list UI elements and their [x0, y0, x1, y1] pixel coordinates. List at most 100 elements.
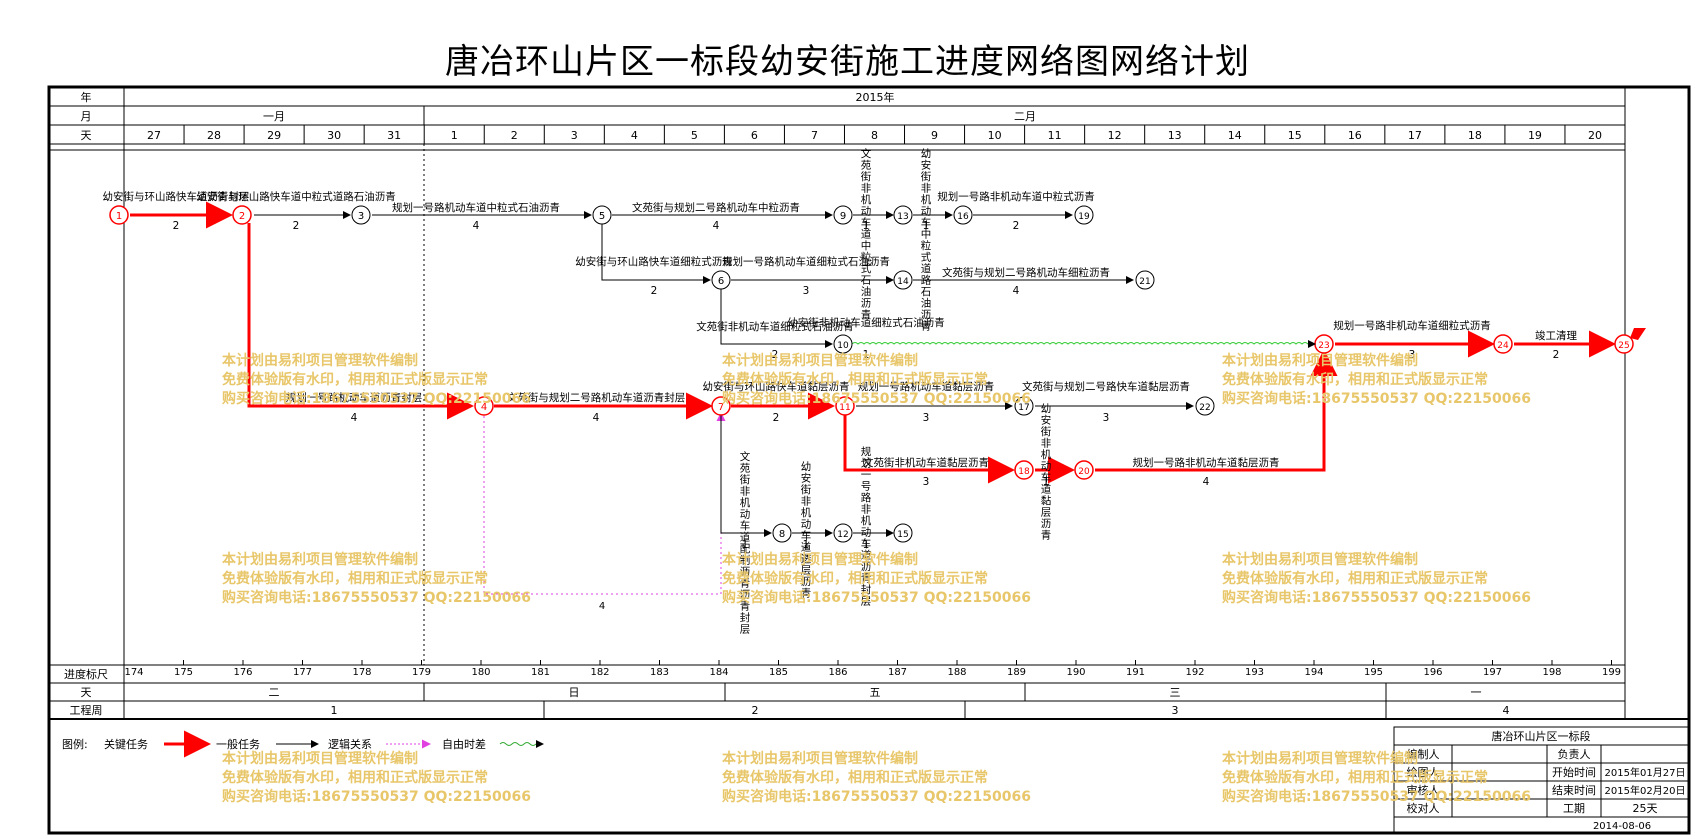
day-label: 17 [1408, 129, 1422, 142]
task-dur-2-3: 2 [293, 220, 300, 232]
task-label-20-23: 规划一号路非机动车道黏层沥青 [1133, 456, 1280, 469]
svg-text:24: 24 [1497, 341, 1509, 351]
day-label: 2 [511, 129, 518, 142]
day-label: 6 [751, 129, 758, 142]
node-3: 3 [351, 205, 371, 225]
svg-text:3: 3 [358, 211, 364, 222]
weekday-5: 一 [1471, 686, 1482, 699]
day-label: 16 [1348, 129, 1362, 142]
node-4: 4 [474, 396, 494, 416]
scale-row-label: 进度标尺 [64, 667, 108, 681]
svg-text:8: 8 [779, 529, 785, 540]
scale-label: 183 [650, 667, 669, 678]
svg-text:15: 15 [897, 530, 908, 540]
weekday-4: 三 [1170, 686, 1181, 699]
info-end: 2015年02月20日 [1605, 784, 1686, 797]
info-table: 唐冶环山片区一标段 编制人 负责人 绘图人 开始时间 2015年01月27日 审… [1393, 726, 1690, 834]
node-1: 1 [109, 205, 129, 225]
day-label: 4 [631, 129, 638, 142]
node-7: 7 [711, 396, 731, 416]
node-9: 9 [833, 205, 853, 225]
vertical-task-label: 规划一号路非机动车道沥青封层 [861, 445, 872, 608]
week-2: 2 [752, 704, 759, 717]
day-label: 15 [1288, 129, 1302, 142]
info-reviewer: 审核人 [1407, 783, 1440, 797]
svg-text:17: 17 [1018, 403, 1029, 413]
svg-text:18: 18 [1018, 467, 1030, 477]
task-dur-6-10: 2 [772, 349, 779, 361]
float-10-23 [851, 342, 1315, 345]
day-label: 10 [988, 129, 1002, 142]
week-3: 3 [1172, 704, 1179, 717]
critical-20-23 [1095, 349, 1338, 472]
task-dur-18-20: 1 [1043, 476, 1050, 488]
node-22: 22 [1195, 396, 1215, 416]
task-label-2-4: 规划一号路机动车道沥青封层 [286, 391, 423, 404]
task-dur-10-23: 1 [863, 349, 870, 361]
task-label-16-19: 规划一号路非机动车道中粒式沥青 [937, 190, 1095, 203]
watermark-8: 本计划由易利项目管理软件编制免费体验版有水印，相用和正式版显示正常购买咨询电话:… [722, 751, 1031, 805]
scale-label: 186 [828, 667, 847, 678]
legend-float-label: 自由时差 [442, 737, 486, 751]
svg-text:2: 2 [239, 211, 245, 222]
info-date: 2014-08-06 [1593, 821, 1651, 832]
node-25: 25 [1614, 334, 1634, 354]
info-start: 2015年01月27日 [1605, 766, 1686, 779]
svg-text:13: 13 [897, 212, 908, 222]
svg-text:6: 6 [718, 276, 724, 287]
scale-label: 199 [1602, 667, 1621, 678]
weekday-3: 五 [870, 686, 881, 699]
svg-text:4: 4 [481, 402, 487, 413]
watermark-3: 本计划由易利项目管理软件编制免费体验版有水印，相用和正式版显示正常购买咨询电话:… [1222, 353, 1531, 407]
node-2: 2 [232, 205, 252, 225]
scale-label: 193 [1245, 667, 1264, 678]
node-5: 5 [592, 205, 612, 225]
svg-text:9: 9 [840, 211, 846, 222]
node-23: 23 [1314, 334, 1334, 354]
task-label-14-21: 文苑街与规划二号路机动车细粒沥青 [942, 266, 1110, 279]
task-label-23-24: 规划一号路非机动车道细粒式沥青 [1333, 319, 1491, 332]
task-dur-5-6: 2 [651, 285, 658, 297]
year-row-label: 年 [81, 90, 92, 104]
float-4-7-dur: 4 [599, 601, 605, 612]
day-row-label: 天 [81, 129, 92, 142]
day-label: 31 [387, 129, 401, 142]
node-12: 12 [833, 523, 853, 543]
task-dur-12-15: 1 [863, 539, 870, 551]
task-label-24-25: 竣工清理 [1535, 329, 1577, 342]
task-dur-11-17: 3 [923, 412, 930, 424]
node-10: 10 [833, 334, 853, 354]
day-label: 1 [451, 129, 458, 142]
task-dur-7-8: 1 [742, 539, 749, 551]
svg-text:25: 25 [1618, 341, 1629, 351]
info-drawer: 绘图人 [1407, 765, 1440, 779]
weekday-2: 日 [569, 686, 580, 699]
task-label-6-10: 文苑街非机动车道细粒式石油沥青 [696, 320, 854, 333]
node-24: 24 [1493, 334, 1513, 354]
task-label-17-22: 文苑街与规划二号路快车道黏层沥青 [1022, 380, 1190, 393]
watermark-6: 本计划由易利项目管理软件编制免费体验版有水印，相用和正式版显示正常购买咨询电话:… [1222, 552, 1531, 606]
day-label: 3 [571, 129, 578, 142]
scale-label: 196 [1423, 667, 1442, 678]
node-21: 21 [1135, 270, 1155, 290]
watermark-9: 本计划由易利项目管理软件编制免费体验版有水印，相用和正式版显示正常购买咨询电话:… [1222, 751, 1531, 805]
week-4: 4 [1503, 704, 1510, 717]
task-dur-14-21: 4 [1013, 285, 1020, 297]
node-17: 17 [1014, 396, 1034, 416]
scale-label: 176 [233, 667, 252, 678]
task-dur-16-19: 2 [1013, 220, 1020, 232]
task-5-6 [601, 223, 711, 284]
scale-label: 190 [1066, 667, 1085, 678]
day-label: 8 [871, 129, 878, 142]
task-dur-5-9: 4 [713, 220, 720, 232]
watermark-2: 本计划由易利项目管理软件编制免费体验版有水印，相用和正式版显示正常购买咨询电话:… [722, 353, 1031, 407]
task-label-5-9: 文苑街与规划二号路机动车中粒沥青 [632, 201, 800, 214]
node-19: 19 [1074, 205, 1094, 225]
svg-text:21: 21 [1139, 277, 1150, 287]
task-dur-8-12: 1 [803, 539, 810, 551]
task-label-2-3: 幼安街与环山路快车道中粒式道路石油沥青 [196, 190, 396, 203]
legend-label: 图例: [62, 737, 88, 751]
scale-label: 177 [293, 667, 312, 678]
task-label-11-17: 规划一号路机动车道黏层沥青 [858, 380, 995, 393]
task-dur-6-14: 3 [803, 285, 810, 297]
